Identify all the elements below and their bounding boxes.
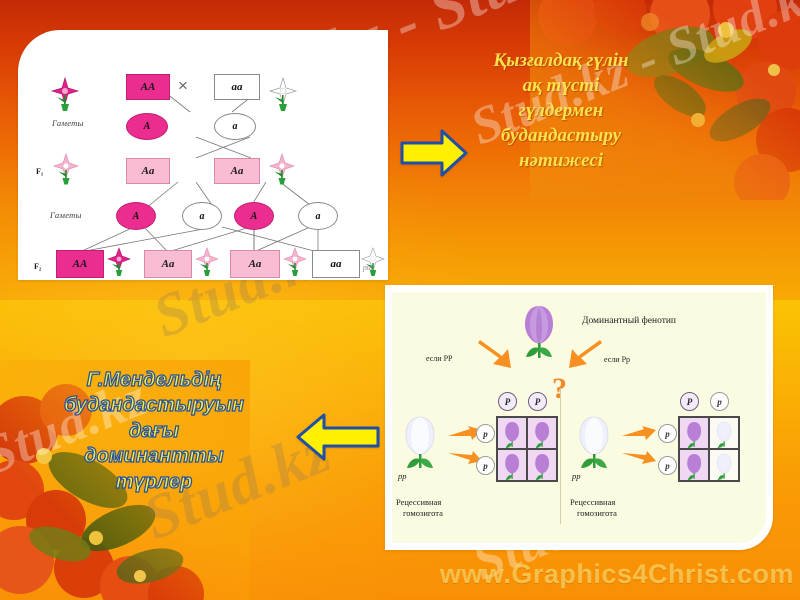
banner-text: www.Graphics4Christ.com [439,558,794,589]
genotype-box-f1-right: Аа [214,158,260,184]
gametes-label-1: Гаметы [52,118,84,128]
condition-label-left: если PP [426,354,453,363]
flower-icon-white [268,76,298,117]
punnett-cell [497,449,527,481]
orange-arrow-right-upper-right [622,426,658,449]
flower-icon-white [360,246,386,280]
title-right-line: будандастыру [500,125,622,147]
tulip-icon-dominant-purple [516,300,562,367]
section-divider [560,388,561,524]
gamete-circle-a: а [182,202,222,230]
parent-caption-left-line1: Рецессивная [396,497,442,507]
parent-caption-right: Рецессивная гомозигота [570,497,656,518]
allele-side-left-2: p [476,456,495,475]
punnett-square-left [496,416,558,482]
orange-arrow-down-left [478,336,520,377]
parent-caption-left-line2: гомозигота [403,507,443,518]
bottom-banner-watermark: www.Graphics4Christ.com [0,556,800,592]
mendel-cross-diagram-card: АА × аа Гаметы А а F₁ [18,30,388,280]
orange-arrow-right-lower-left [448,448,484,473]
title-left-line: доминантты [84,445,225,468]
condition-label-right: если Pp [604,355,631,364]
punnett-cell [709,417,739,449]
question-mark: ? [552,374,567,404]
punnett-cell [679,417,709,449]
punnett-square-diagram-card: Доминантный фенотип если PP если Pp ? [385,285,773,550]
punnett-cell [709,449,739,481]
tulip-icon-recessive-white [572,412,616,477]
punnett-cell [497,417,527,449]
title-right-kazakh: Қызғалдақ гүлін ақ түсті гүлдермен будан… [452,48,670,173]
genotype-box-f2-2: Аа [144,250,192,278]
genotype-box-parent-dominant: АА [126,74,170,100]
arrow-right-yellow [398,125,470,186]
punnett-cell [679,449,709,481]
arrow-left-yellow [294,408,382,471]
punnett-square-right [678,416,740,482]
title-right-line: Қызғалдақ гүлін [493,50,629,71]
punnett-cell [527,417,557,449]
parent-caption-right-line2: гомозигота [577,507,617,518]
parent-caption-left: Рецессивная гомозигота [396,497,480,518]
genotype-box-f2-3: Аа [230,250,280,278]
flower-icon-pink [194,246,220,280]
flower-icon-magenta [106,246,132,280]
genotype-box-parent-recessive: аа [214,74,260,100]
allele-side-right-2: p [658,456,677,475]
gametes-label-2: Гаметы [50,210,82,220]
generation-label-f2: F₂ [34,262,42,271]
gamete-circle-A: А [116,202,156,230]
orange-arrow-right-lower-right [622,448,658,473]
parent-genotype-left: pp [398,471,407,481]
allele-top-left-1: P [498,392,517,411]
generation-label-f1: F₁ [36,167,44,176]
orange-arrow-down-right [560,336,602,377]
flower-icon-pink [268,152,296,191]
title-left-line: Г.Мендельдің [86,368,222,391]
title-left-line: будандастыруын [63,394,245,417]
gamete-circle-A: А [126,113,168,140]
flower-icon-pink [52,152,80,191]
flower-icon-magenta [50,76,80,117]
title-left-kazakh: Г.Мендельдің будандастыруын дағы доминан… [20,368,288,495]
tulip-icon-recessive-white [398,412,442,477]
parent-genotype-right: pp [572,471,581,481]
title-right-line: нәтижесі [518,150,604,172]
title-left-line: түрлер [115,470,193,493]
parent-caption-right-line1: Рецессивная [570,497,616,507]
cross-symbol: × [178,76,188,95]
title-right-line: гүлдермен [518,100,604,122]
floral-decoration-bottom-left [0,360,250,600]
gamete-circle-A: А [234,202,274,230]
title-left-line: дағы [128,419,179,442]
genotype-box-f1-left: Аа [126,158,170,184]
gamete-circle-a: а [298,202,338,230]
floral-decoration-top-right [530,0,800,200]
allele-top-right-2: p [710,392,729,411]
allele-top-right-1: P [680,392,699,411]
dominant-phenotype-label: Доминантный фенотип [582,316,677,326]
genotype-box-f2-4: аа [312,250,360,278]
genotype-box-f2-1: АА [56,250,104,278]
flower-icon-pink [282,246,308,280]
allele-side-right-1: p [658,424,677,443]
allele-side-left-1: p [476,424,495,443]
diagram-signature: pur [362,263,374,272]
allele-top-left-2: P [528,392,547,411]
orange-arrow-right-upper-left [448,426,484,449]
punnett-cell [527,449,557,481]
gamete-circle-a: а [214,113,256,140]
title-right-line: ақ түсті [522,75,600,97]
